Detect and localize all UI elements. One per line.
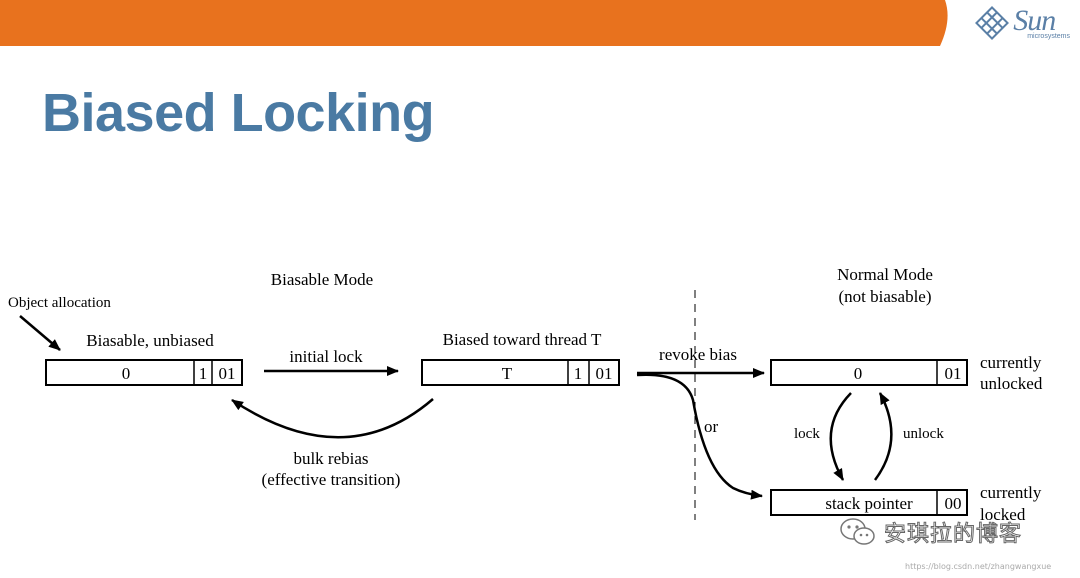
biased-state-label: Biased toward thread T: [443, 330, 602, 349]
biased-lock-bits: 01: [596, 364, 613, 383]
object-allocation-label: Object allocation: [8, 295, 111, 311]
locked-label: currently: [980, 483, 1042, 502]
lock-label: lock: [794, 426, 820, 442]
unbiased-header-word: [45, 359, 243, 386]
or-label: or: [704, 417, 719, 436]
bulk-rebias-arrow: [231, 398, 434, 439]
bulk-rebias-label: bulk rebias: [293, 449, 368, 468]
unlocked-field: 0: [854, 364, 863, 383]
page-title: Biased Locking: [42, 83, 435, 143]
unbiased-bias-bit: 1: [199, 364, 208, 383]
unlock-arrow: [873, 392, 893, 481]
wechat-icon: [840, 518, 875, 545]
unbiased-field: 0: [122, 364, 131, 383]
url-watermark: https://blog.csdn.net/zhangwangxue: [905, 562, 1052, 571]
logo-word: Sun: [1013, 4, 1056, 37]
watermark-text: 安琪拉的博客: [883, 522, 1023, 548]
biased-header-word: [421, 359, 620, 386]
logo-subtitle: microsystems: [1027, 33, 1070, 40]
locked-field: stack pointer: [825, 494, 913, 513]
allocation-arrow: [19, 315, 61, 351]
biasable-mode-label: Biasable Mode: [271, 270, 373, 289]
locked-lock-bits: 00: [945, 494, 962, 513]
or-branch-arrow: [636, 373, 763, 500]
lock-arrow: [829, 392, 852, 481]
biased-bias-bit: 1: [574, 364, 583, 383]
bulk-rebias-sublabel: (effective transition): [262, 470, 401, 489]
unbiased-state-label: Biasable, unbiased: [86, 331, 214, 350]
sun-logo: Sun microsystems: [975, 4, 1070, 42]
locked-header-word: [770, 489, 968, 516]
sun-diamond-icon: [975, 6, 1010, 40]
locked-sublabel: locked: [980, 505, 1026, 524]
normal-mode-label: Normal Mode: [837, 265, 933, 284]
unlocked-lock-bits: 01: [945, 364, 962, 383]
unlock-label: unlock: [903, 426, 944, 442]
unlocked-sublabel: unlocked: [980, 374, 1043, 393]
unlocked-header-word: [770, 359, 968, 386]
unbiased-lock-bits: 01: [219, 364, 236, 383]
header-banner: [0, 0, 1080, 46]
normal-mode-sublabel: (not biasable): [839, 287, 932, 306]
unlocked-label: currently: [980, 353, 1042, 372]
initial-lock-label: initial lock: [289, 347, 363, 366]
watermark: 安琪拉的博客: [838, 512, 1022, 552]
biased-field: T: [502, 364, 513, 383]
revoke-bias-label: revoke bias: [659, 345, 737, 364]
